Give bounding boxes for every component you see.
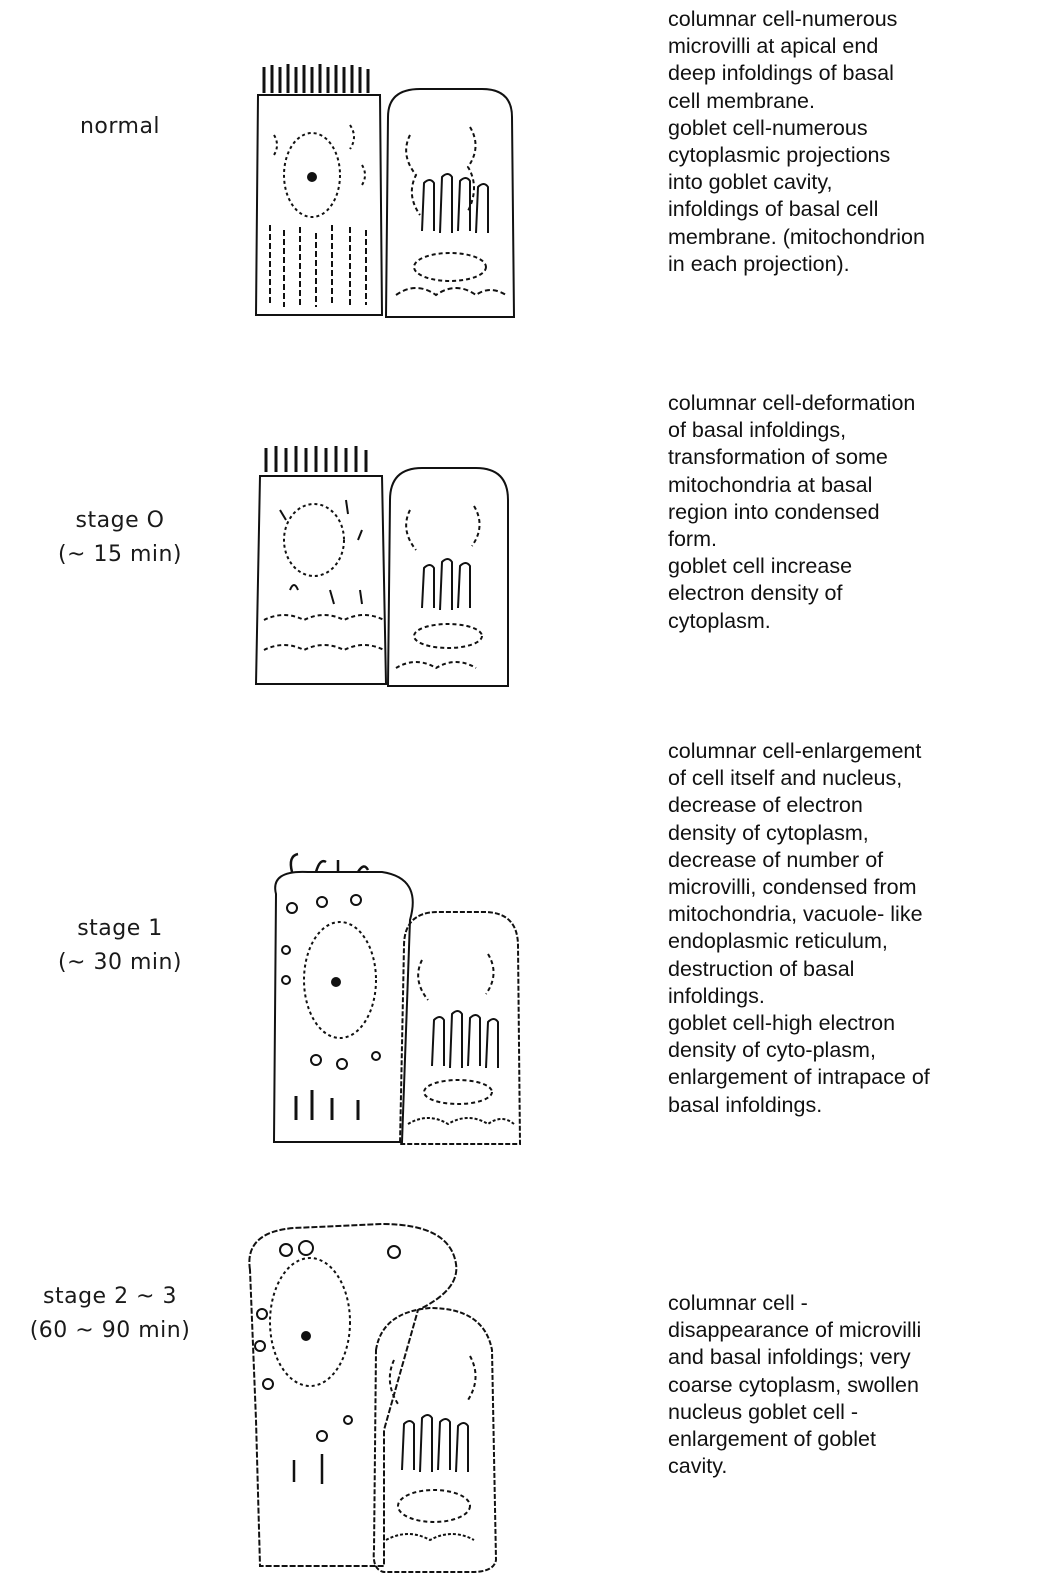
stage-label-time: (~ 30 min) <box>20 946 220 980</box>
nucleus-outline <box>284 504 344 576</box>
microvilli-illustration <box>291 854 368 872</box>
cell-illustration-stage-1 <box>262 850 532 1150</box>
description-stage-2-3: columnar cell - disappearance of microvi… <box>668 1290 1040 1480</box>
description-stage-1: columnar cell-enlargement of cell itself… <box>668 738 1040 1119</box>
goblet-cell-outline <box>388 468 508 686</box>
stage-label-stage-0: stage O (~ 15 min) <box>20 504 220 572</box>
stage-label-line: stage 1 <box>20 912 220 946</box>
cell-illustration-stage-0 <box>250 440 520 700</box>
stage-label-line: stage O <box>20 504 220 538</box>
microvilli-illustration <box>266 446 366 472</box>
columnar-cell-outline <box>256 476 386 684</box>
columnar-cell-outline <box>249 1224 456 1566</box>
goblet-cell-outline <box>400 912 520 1144</box>
stage-label-line: normal <box>40 110 200 144</box>
cell-illustration-stage-2-3 <box>234 1210 524 1576</box>
stage-label-line: stage 2 ~ 3 <box>0 1280 220 1314</box>
stage-label-time: (~ 15 min) <box>20 538 220 572</box>
description-normal: columnar cell-numerous microvilli at api… <box>668 6 1040 278</box>
stage-label-stage-2-3: stage 2 ~ 3 (60 ~ 90 min) <box>0 1280 220 1348</box>
goblet-cell-outline <box>386 89 514 317</box>
columnar-cell-outline <box>256 95 382 315</box>
cell-illustration-normal <box>250 55 520 325</box>
description-stage-0: columnar cell-deformation of basal infol… <box>668 390 1040 635</box>
stage-label-time: (60 ~ 90 min) <box>0 1314 220 1348</box>
goblet-cell-outline <box>374 1308 496 1572</box>
microvilli-illustration <box>264 64 368 93</box>
stage-label-normal: normal <box>40 110 200 144</box>
stage-label-stage-1: stage 1 (~ 30 min) <box>20 912 220 980</box>
nucleus-outline <box>270 1258 350 1386</box>
